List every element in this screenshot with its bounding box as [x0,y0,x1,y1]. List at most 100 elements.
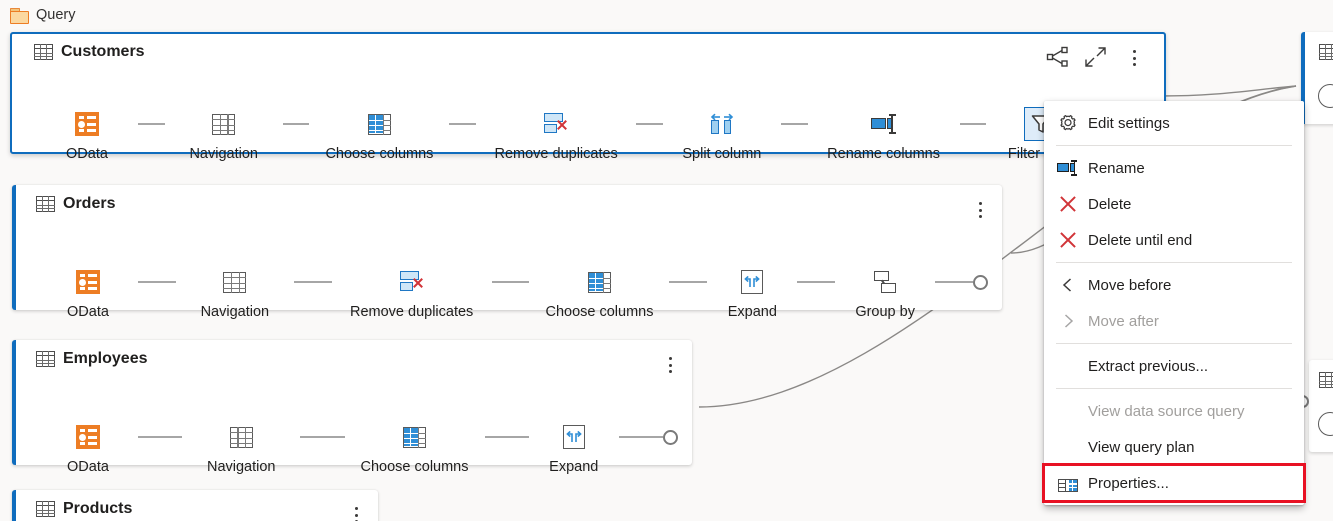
card-title-customers: Customers [34,43,145,61]
step-label: Navigation [189,146,258,162]
query-name: Employees [63,350,148,367]
navigation-table-icon [212,113,236,135]
menu-item-view-query-plan[interactable]: View query plan [1044,429,1304,465]
step-label: Split column [682,146,762,162]
choose-columns-icon [587,271,611,293]
menu-item-move-before[interactable]: Move before [1044,267,1304,303]
menu-separator [1056,343,1292,344]
step-connector [959,106,987,142]
remove-duplicates-icon [399,270,425,294]
step-remove-duplicates[interactable]: Remove duplicates [332,264,492,320]
choose-columns-icon [403,426,426,448]
step-connector [491,264,530,300]
breadcrumb-label: Query [36,7,76,23]
menu-item-label: Delete [1088,195,1132,213]
more-options-icon-orders[interactable] [970,199,990,221]
step-label: Remove duplicates [349,304,474,320]
step-expand[interactable]: Expand [707,264,797,320]
step-navigation[interactable]: Navigation [176,264,294,320]
step-split-column[interactable]: Split column [663,106,781,162]
step-label: OData [66,146,108,162]
breadcrumb: Query [10,7,76,24]
step-rename-columns[interactable]: Rename columns [808,106,960,162]
menu-item-label: View data source query [1088,402,1245,420]
card-accent-bar [1301,32,1305,124]
expand-icon [562,425,585,449]
menu-item-edit-settings[interactable]: Edit settings [1044,105,1304,141]
menu-item-label: Edit settings [1088,114,1170,132]
folder-icon [10,7,29,24]
step-label: Navigation [206,459,276,475]
step-navigation[interactable]: Navigation [182,419,300,475]
card-title [1319,44,1333,60]
diagram-share-icon[interactable] [1046,46,1070,68]
card-title-employees: Employees [36,350,147,368]
query-card-employees[interactable]: Employees OData Navigation [12,340,692,475]
step-navigation[interactable]: Navigation [165,106,283,162]
card-title [1319,372,1333,388]
menu-item-properties[interactable]: Properties... [1042,463,1306,503]
step-choose-columns[interactable]: Choose columns [529,264,669,320]
menu-item-rename[interactable]: Rename [1044,150,1304,186]
chevron-left-icon [1054,276,1082,294]
chevron-right-icon [1054,312,1082,330]
menu-item-view-data-source-query: View data source query [1044,393,1304,429]
step-label: Choose columns [545,304,654,320]
menu-item-label: View query plan [1088,438,1195,456]
remove-duplicates-icon [543,112,569,136]
step-odata[interactable]: OData [36,106,138,162]
step-label: Group by [855,304,915,320]
step-odata[interactable]: OData [38,419,138,475]
rename-icon [1054,160,1082,176]
more-options-icon-customers[interactable] [1124,47,1144,69]
step-label: OData [67,459,109,475]
query-name: Customers [61,43,145,60]
menu-item-label: Delete until end [1088,231,1193,249]
step-connector [300,419,345,455]
more-options-icon-employees[interactable] [660,354,680,376]
step-context-menu[interactable]: Edit settings Rename Delete Delete until… [1042,101,1306,505]
menu-item-delete-until-end[interactable]: Delete until end [1044,222,1304,258]
odata-icon [76,425,100,449]
connector-node-employees[interactable] [663,419,678,455]
menu-item-delete[interactable]: Delete [1044,186,1304,222]
step-choose-columns[interactable]: Choose columns [345,419,485,475]
step-remove-duplicates[interactable]: Remove duplicates [476,106,636,162]
rename-columns-icon [870,114,898,134]
step-label: Choose columns [360,459,469,475]
choose-columns-icon [367,113,391,135]
step-label: Choose columns [325,146,434,162]
menu-item-label: Properties... [1088,474,1169,492]
step-connector [138,264,176,300]
step-connector [484,419,529,455]
query-card-partial-bottom[interactable] [1309,360,1333,452]
menu-item-extract-previous[interactable]: Extract previous... [1044,348,1304,384]
group-by-icon [872,271,898,293]
step-odata[interactable]: OData [38,264,138,320]
step-expand[interactable]: Expand [529,419,619,475]
step-group-by[interactable]: Group by [835,264,935,320]
table-icon [36,501,55,517]
menu-item-label: Move before [1088,276,1172,294]
card-title-products: Products [36,500,132,518]
query-card-orders[interactable]: Orders OData Navigation [12,185,1002,320]
properties-icon [1054,474,1082,492]
step-connector [449,106,477,142]
connector-node-orders[interactable] [972,264,988,300]
query-card-products[interactable]: Products [12,490,378,521]
menu-item-label: Move after [1088,312,1159,330]
query-card-customers[interactable]: Customers [10,32,1166,162]
step-label: Navigation [200,304,270,320]
step-choose-columns[interactable]: Choose columns [309,106,449,162]
navigation-table-icon [229,426,253,448]
collapse-icon[interactable] [1084,46,1108,68]
step-label: OData [67,304,109,320]
step-connector [797,264,836,300]
step-icon-partial [1318,412,1333,436]
delete-x-icon [1054,195,1082,213]
step-strip-orders: OData Navigation Remove duplicates [38,264,988,320]
query-card-partial-top[interactable] [1301,32,1333,124]
more-options-icon-products[interactable] [346,504,366,521]
odata-icon [76,270,100,294]
